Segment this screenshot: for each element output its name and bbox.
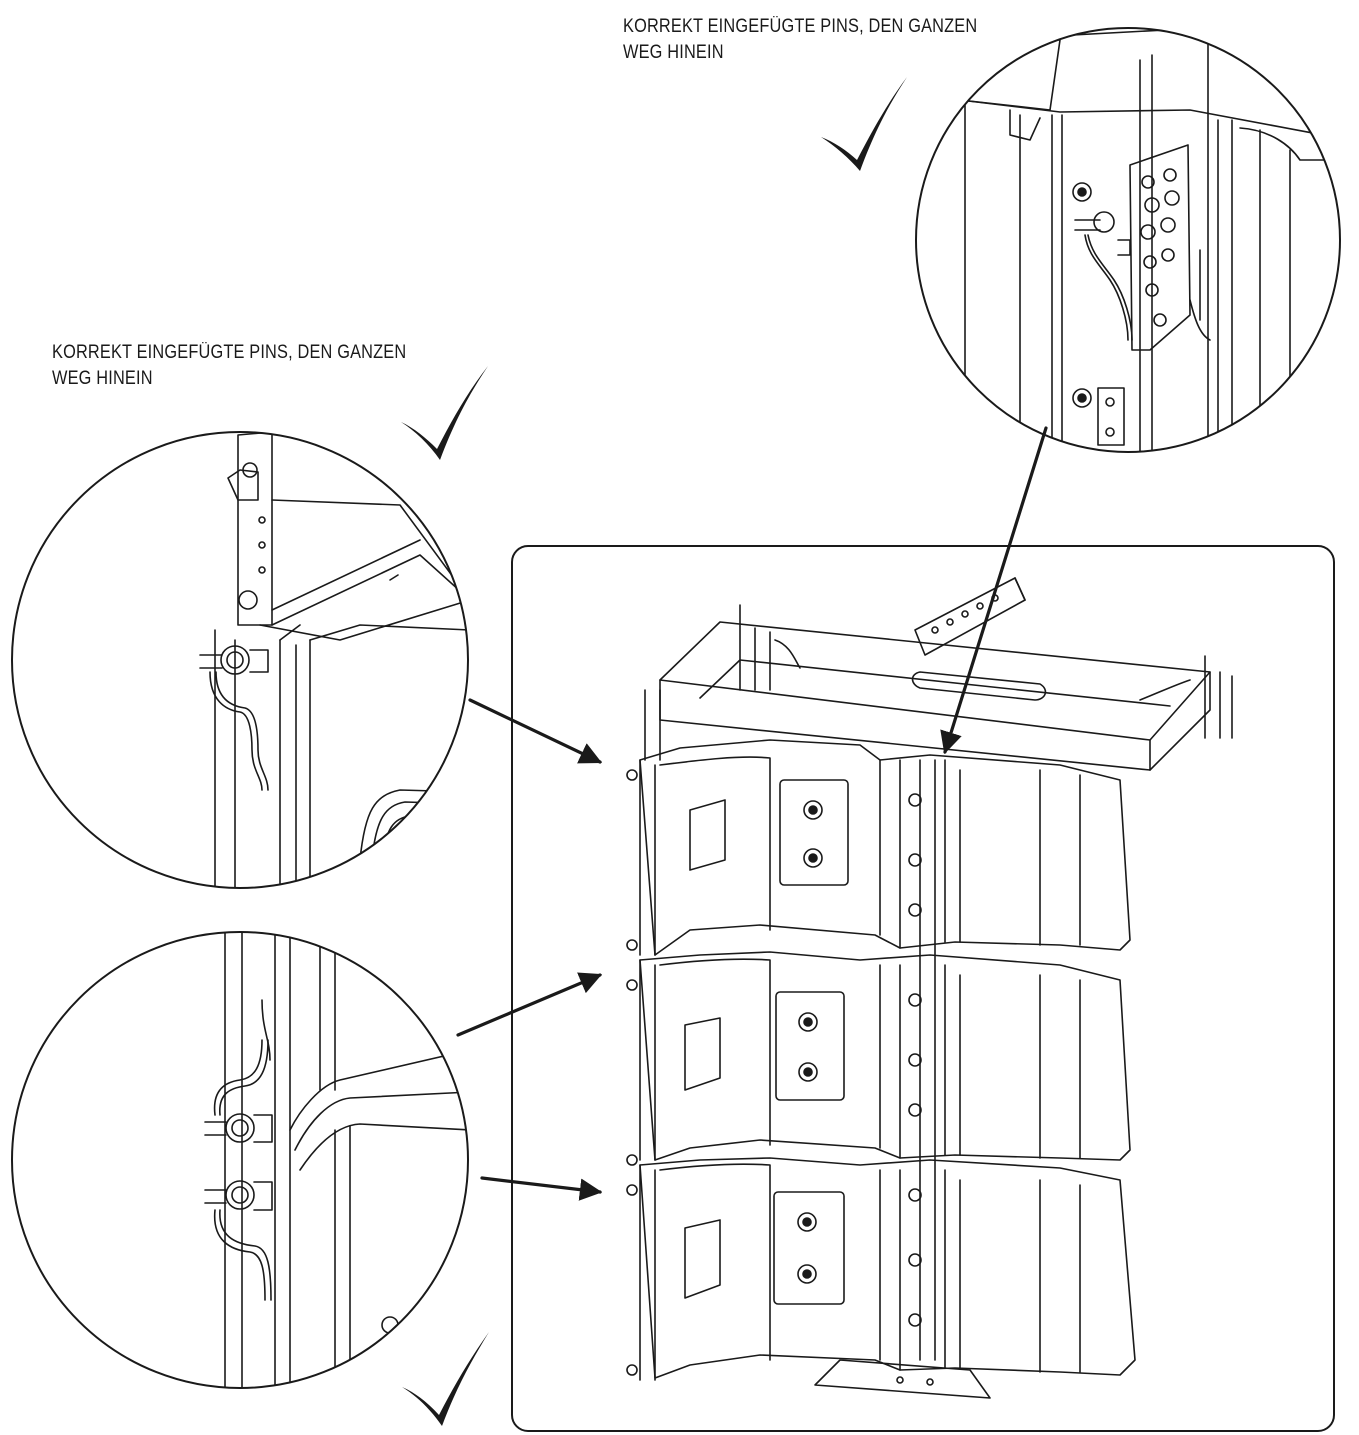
caption-left-line2: WEG HINEIN (52, 368, 153, 389)
detail-circle-left-lower (11, 931, 469, 1389)
cabinet-2 (639, 951, 1131, 1161)
arrow-icon (456, 972, 603, 1037)
checkmark-icon (402, 1332, 489, 1426)
main-panel (511, 545, 1335, 1432)
arrow-icon (468, 698, 603, 764)
speaker-array (626, 577, 1233, 1399)
caption-left: KORREKT EINGEFÜGTE PINS, DEN GANZEN WEG … (52, 340, 406, 392)
arrow-icon (940, 426, 1048, 755)
caption-top-line1: KORREKT EINGEFÜGTE PINS, DEN GANZEN (623, 16, 978, 37)
caption-top-line2: WEG HINEIN (623, 42, 724, 63)
cabinet-3 (639, 1157, 1136, 1381)
caption-left-line1: KORREKT EINGEFÜGTE PINS, DEN GANZEN (52, 342, 407, 363)
caption-top: KORREKT EINGEFÜGTE PINS, DEN GANZEN WEG … (623, 14, 977, 66)
cabinet-1 (639, 739, 1131, 956)
checkmark-icon (821, 77, 907, 171)
detail-circle-left-upper (11, 431, 469, 889)
arrow-icon (480, 1176, 603, 1201)
detail-circle-top (915, 27, 1341, 453)
checkmark-icon (401, 366, 488, 460)
